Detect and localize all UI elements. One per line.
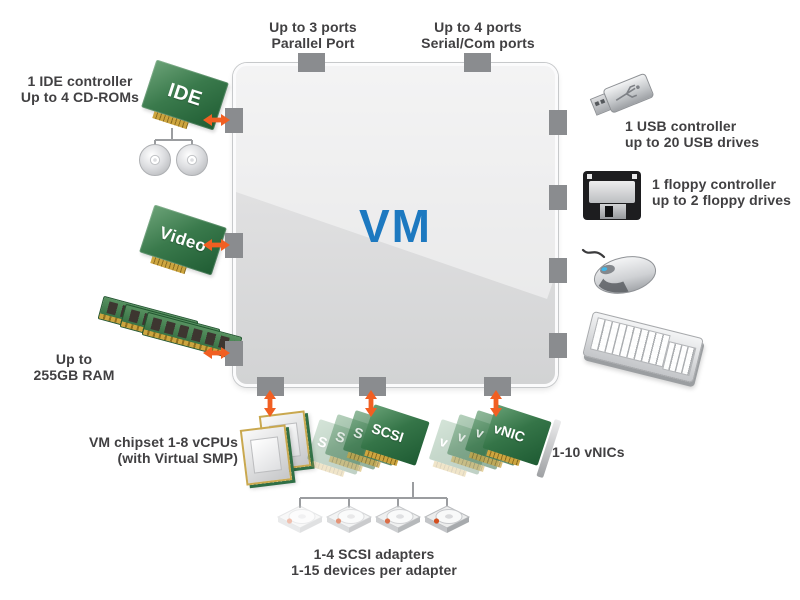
- label-vcpu-line2: (with Virtual SMP): [117, 450, 238, 466]
- label-parallel-line1: Up to 3 ports: [269, 19, 357, 35]
- label-vnics-text: 1-10 vNICs: [552, 444, 625, 460]
- label-ram-line1: Up to: [55, 351, 93, 367]
- mouse-icon: [581, 248, 657, 294]
- usb-shell: [602, 72, 655, 114]
- label-vcpu: VM chipset 1-8 vCPUs (with Virtual SMP): [86, 434, 238, 466]
- cd-rom-icon: [139, 144, 208, 176]
- label-usb-controller: 1 USB controller up to 20 USB drives: [625, 118, 785, 150]
- port-right-keyboard: [549, 333, 567, 358]
- port-bottom-vnic: [484, 377, 511, 396]
- ide-cd-connector: [154, 128, 193, 150]
- label-vcpu-line1: VM chipset 1-8 vCPUs: [88, 434, 238, 450]
- port-bottom-scsi: [359, 377, 386, 396]
- port-left-ide: [225, 108, 243, 133]
- cpu-chips-icon: [239, 410, 312, 487]
- label-usb-line2: up to 20 USB drives: [625, 134, 760, 150]
- vm-box-shine: [236, 66, 555, 300]
- port-bottom-cpu: [257, 377, 284, 396]
- vnic-card-label: vNIC: [491, 419, 527, 446]
- label-ram-line2: 255GB RAM: [33, 367, 115, 383]
- label-parallel-ports: Up to 3 ports Parallel Port: [258, 19, 368, 51]
- floppy-disk-icon: [583, 171, 641, 220]
- keyboard-keys: [589, 317, 671, 368]
- disk-drive-icon: [325, 505, 373, 533]
- label-vnics: 1-10 vNICs: [552, 444, 652, 460]
- vm-box: VM: [233, 63, 558, 387]
- vnic-card-stack-icon: v v v vNIC: [428, 404, 564, 502]
- port-left-ram: [225, 341, 243, 366]
- label-ide-controller: 1 IDE controller Up to 4 CD-ROMs: [13, 73, 147, 105]
- ide-card-label: IDE: [165, 78, 206, 111]
- floppy-slot: [605, 206, 613, 217]
- scsi-disk-connector: [299, 482, 448, 508]
- arrow-cpu: [264, 390, 276, 417]
- port-right-usb: [549, 110, 567, 135]
- keyboard-numpad: [662, 341, 697, 377]
- label-scsi-adapters: 1-4 SCSI adapters 1-15 devices per adapt…: [284, 546, 464, 578]
- arrow-scsi: [365, 390, 377, 417]
- label-floppy-controller: 1 floppy controller up to 2 floppy drive…: [652, 176, 800, 208]
- label-floppy-line2: up to 2 floppy drives: [652, 192, 792, 208]
- label-serial-line1: Up to 4 ports: [434, 19, 522, 35]
- floppy-label-area: [589, 181, 635, 203]
- usb-drive-body: [588, 72, 655, 120]
- label-scsi-line2: 1-15 devices per adapter: [291, 562, 457, 578]
- disk-drive-icon: [423, 505, 471, 533]
- floppy-shutter: [600, 204, 626, 219]
- cpu-die: [250, 436, 282, 474]
- scsi-card-label: SCSI: [369, 419, 406, 446]
- label-ide-line2: Up to 4 CD-ROMs: [20, 89, 140, 105]
- vm-title: VM: [359, 200, 432, 252]
- port-top-serial: [464, 53, 491, 72]
- keyboard-icon: [582, 310, 704, 384]
- port-right-mouse: [549, 258, 567, 283]
- arrow-video: [203, 239, 230, 251]
- usb-drive-icon: [585, 72, 665, 129]
- port-left-video: [225, 233, 243, 258]
- label-ram: Up to 255GB RAM: [18, 351, 130, 383]
- vnic-card-bracket: [536, 418, 562, 479]
- disk-drive-icon: [374, 505, 422, 533]
- usb-trident-icon: [615, 84, 640, 101]
- label-scsi-line1: 1-4 SCSI adapters: [313, 546, 435, 562]
- floppy-corner-hole: [632, 174, 637, 179]
- cpu-chip: [239, 424, 293, 486]
- port-right-floppy: [549, 185, 567, 210]
- label-usb-line1: 1 USB controller: [625, 118, 737, 134]
- video-card-pins: [150, 256, 187, 275]
- label-serial-ports: Up to 4 ports Serial/Com ports: [416, 19, 540, 51]
- label-floppy-line1: 1 floppy controller: [652, 176, 777, 192]
- disk-drive-icon: [276, 505, 324, 533]
- floppy-corner-hole: [587, 174, 592, 179]
- arrow-ram: [203, 347, 230, 359]
- video-card-label: Video: [157, 222, 210, 257]
- arrow-vnic: [490, 390, 502, 417]
- arrow-ide: [203, 114, 230, 126]
- label-serial-line2: Serial/Com ports: [421, 35, 535, 51]
- port-top-parallel: [298, 53, 325, 72]
- label-parallel-line2: Parallel Port: [271, 35, 355, 51]
- label-ide-line1: 1 IDE controller: [27, 73, 133, 89]
